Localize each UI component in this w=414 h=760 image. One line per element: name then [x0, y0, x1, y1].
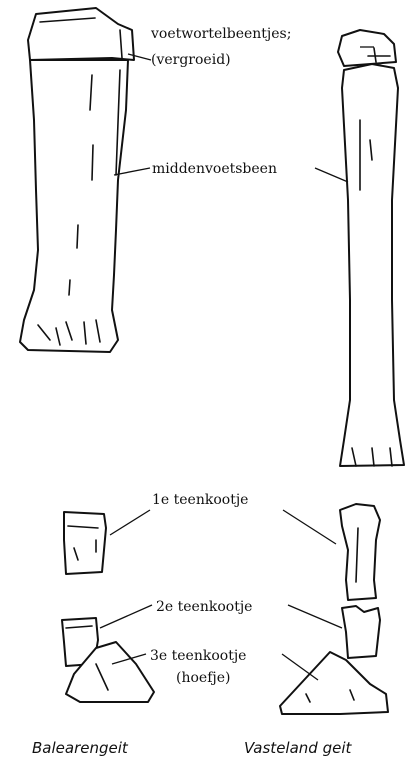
phalanx2-label: 2e teenkootje	[156, 599, 252, 615]
metatarsal-label: middenvoetsbeen	[152, 161, 277, 177]
mainland-goat-bones	[280, 30, 404, 714]
phalanx3-label: 3e teenkootje	[150, 648, 246, 664]
right-metatarsal	[340, 64, 404, 466]
right-phalanx-3	[280, 652, 388, 714]
caption-balearic-goat: Balearengeit	[32, 739, 129, 757]
right-phalanx-1	[340, 504, 380, 600]
caption-mainland-goat: Vasteland geit	[244, 739, 352, 757]
balearic-goat-bones	[20, 8, 154, 702]
right-tarsal-bones	[338, 30, 396, 66]
phalanx3-note-label: (hoefje)	[176, 670, 230, 686]
left-tarsal-bones	[28, 8, 134, 60]
phalanx1-label: 1e teenkootje	[152, 492, 248, 508]
right-phalanx-2	[342, 606, 380, 658]
tarsals-label: voetwortelbeentjes;	[150, 26, 291, 42]
left-phalanx-1	[64, 512, 106, 574]
left-metatarsal	[20, 60, 128, 352]
tarsals-note-label: (vergroeid)	[151, 52, 231, 68]
leader-lines	[100, 47, 374, 680]
